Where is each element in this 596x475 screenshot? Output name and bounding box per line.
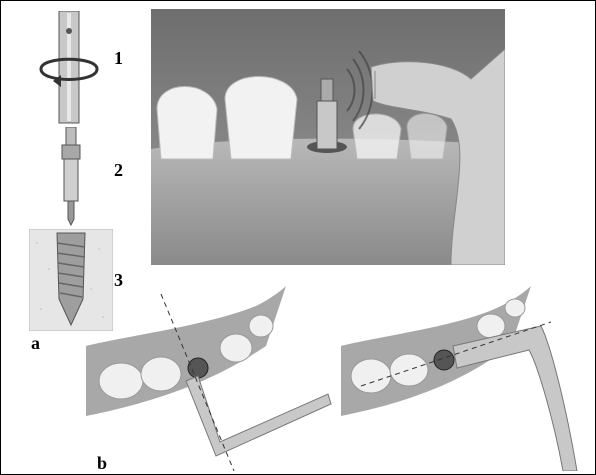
occlusal-view-right (341, 286, 581, 471)
abutment-screw-illustration (56, 127, 86, 227)
straight-probe-icon (453, 326, 577, 471)
implant-scene-photo (151, 9, 505, 265)
step-2-label: 2 (114, 161, 123, 179)
occlusal-view-left (86, 286, 336, 471)
panel-a-label: a (31, 334, 40, 352)
driver-tool-illustration (31, 11, 111, 131)
angled-probe-icon (186, 376, 331, 456)
panel-b-label: b (97, 454, 107, 472)
implant-head-icon-right (434, 350, 454, 370)
implant-head-icon (188, 358, 208, 378)
step-1-label: 1 (114, 49, 123, 67)
